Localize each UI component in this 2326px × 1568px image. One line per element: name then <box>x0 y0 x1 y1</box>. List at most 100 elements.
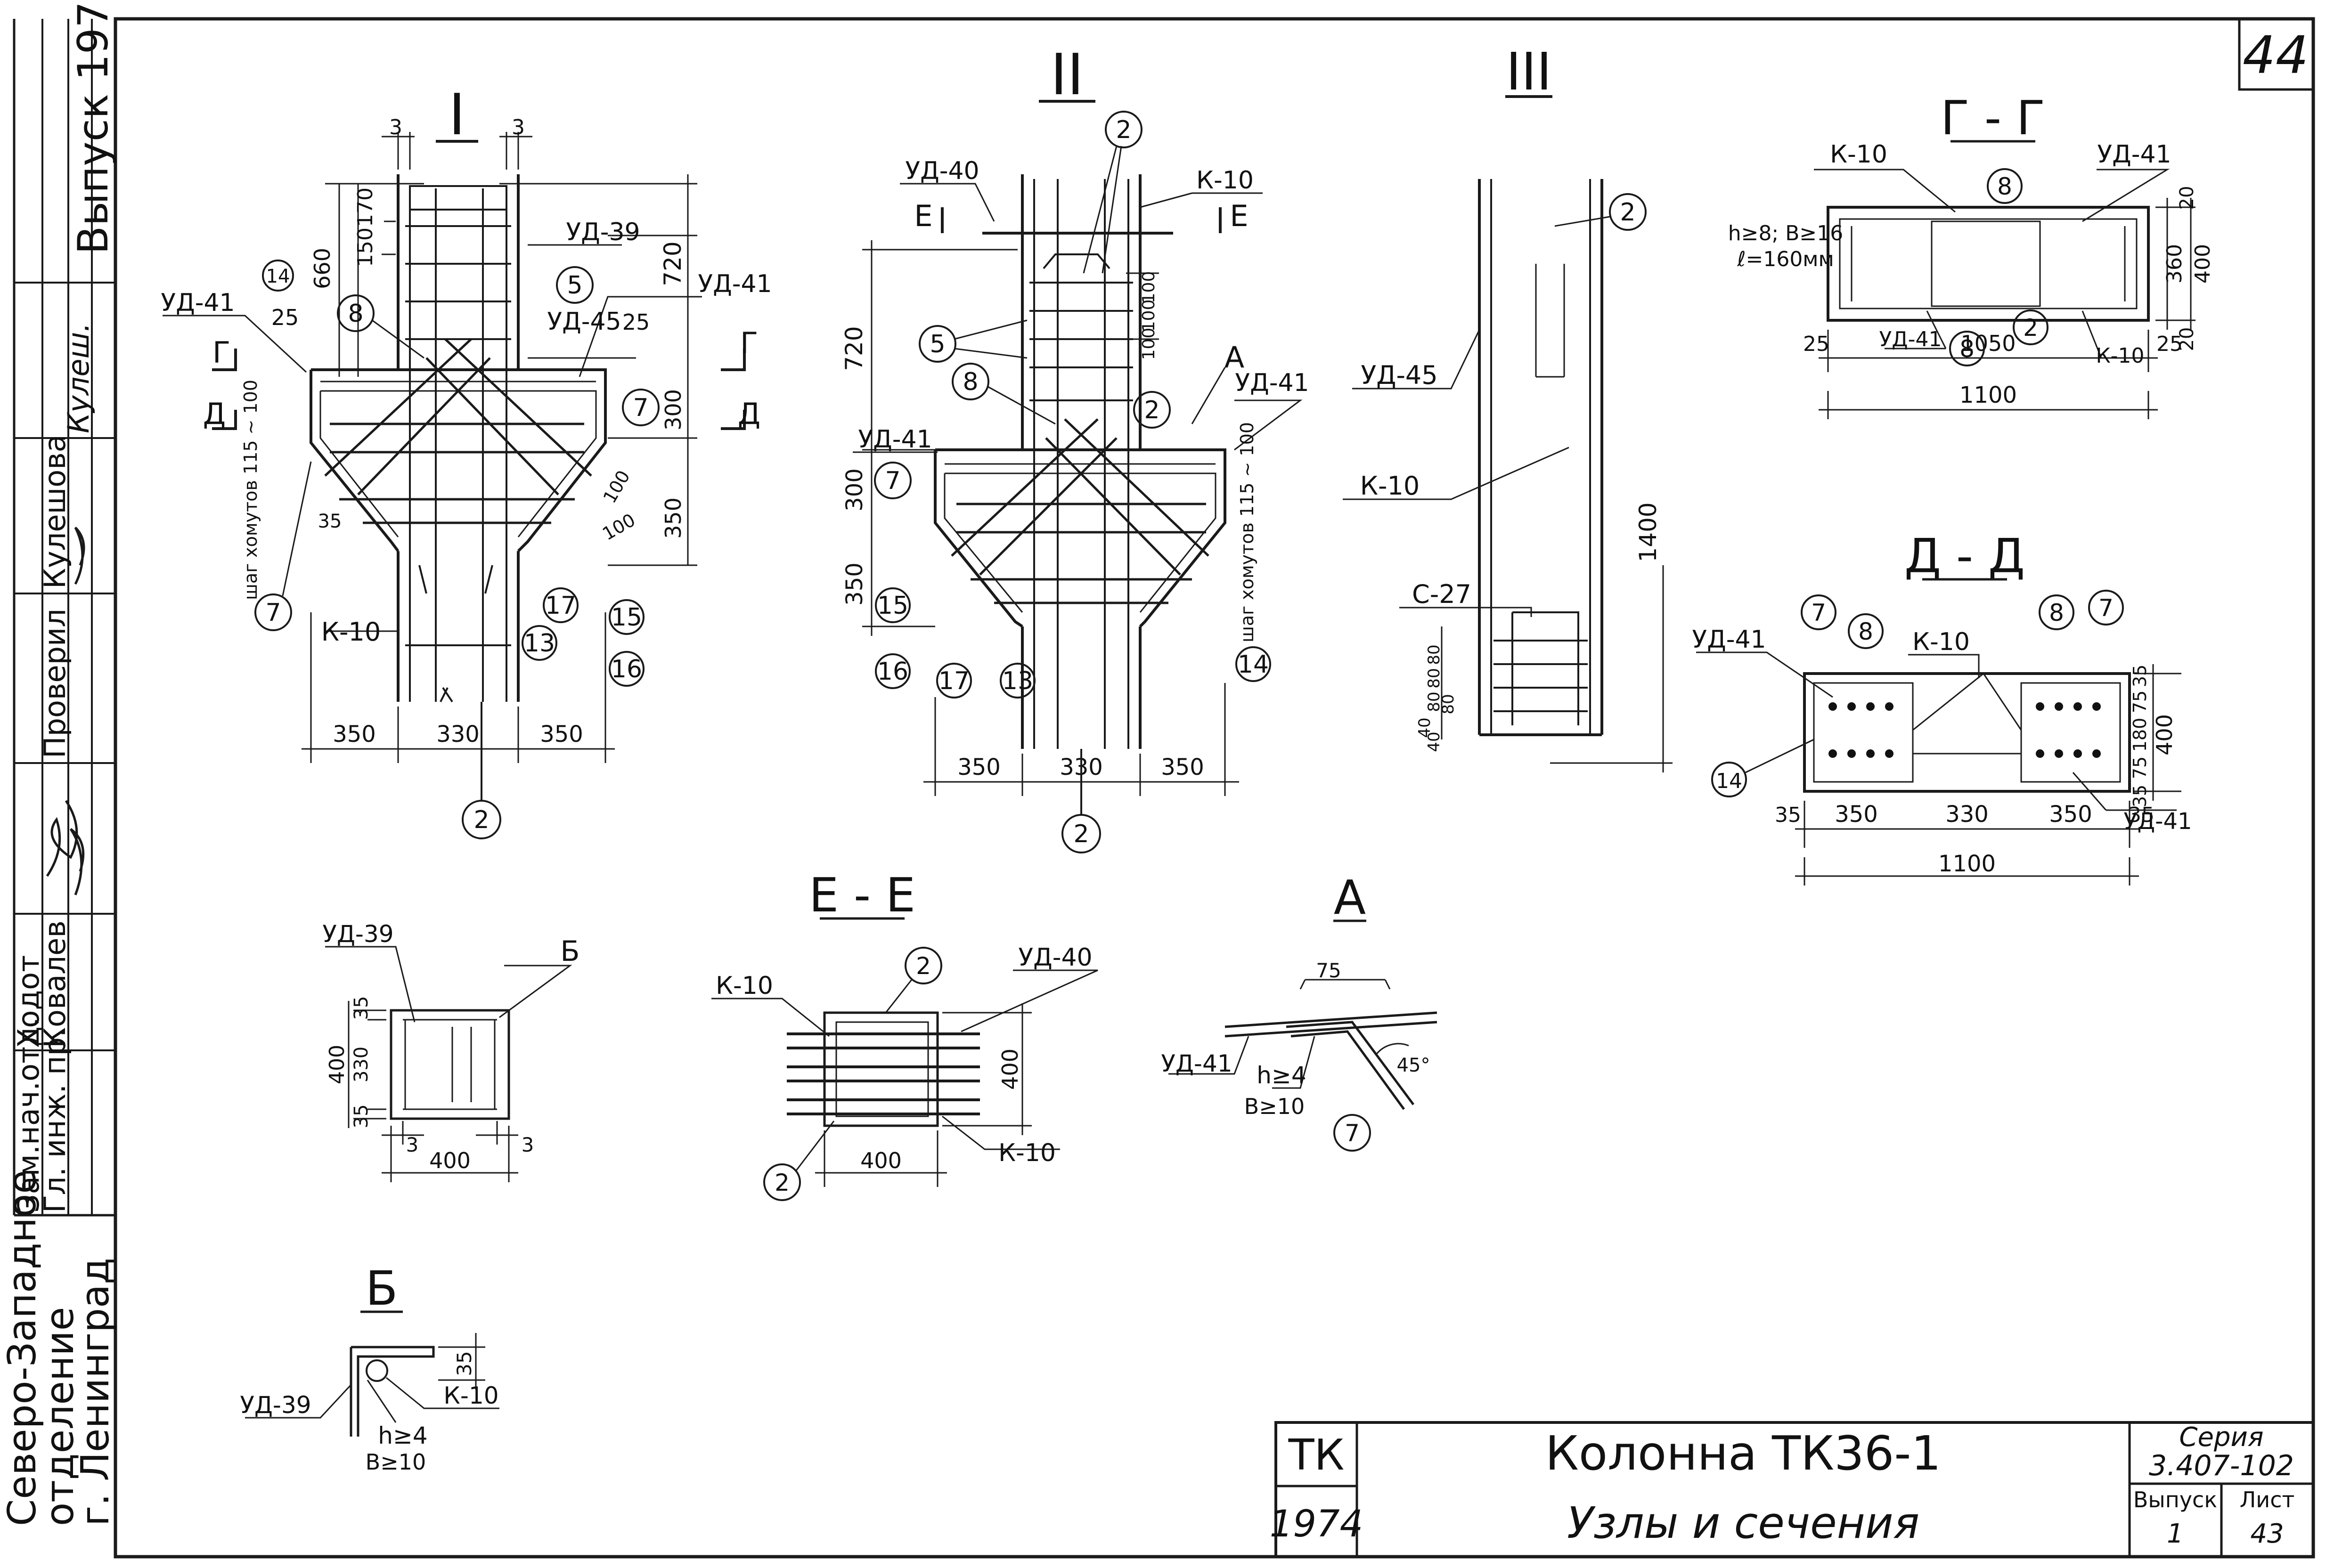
section-DD-title: Д - Д <box>1904 528 2025 584</box>
dim-II-350-v: 350 <box>841 562 868 606</box>
dim-EE-400-v: 400 <box>997 1048 1023 1090</box>
dim-DD-330: 330 <box>1945 801 1989 828</box>
node-plan-label-B: Б <box>560 935 579 968</box>
dim-II-100b: 100 <box>1139 300 1159 332</box>
section-EE-label-ud40: УД-40 <box>1018 943 1092 972</box>
dim-II-100c: 100 <box>1139 328 1159 360</box>
section-GG-label-k10-bottom: К-10 <box>2096 344 2144 368</box>
dim-GG-25-left: 25 <box>1803 332 1829 356</box>
dim-I-3-right: 3 <box>512 115 525 139</box>
callout-II-5: 5 <box>930 330 945 358</box>
view-III-label-k10: К-10 <box>1360 471 1420 501</box>
callout-I-7-left: 7 <box>265 599 281 627</box>
stamp-row3-name: Кулешова <box>38 434 72 589</box>
title-block: ТК 1974 Колонна ТК36-1 Узлы и сечения Се… <box>1270 1421 2315 1558</box>
callout-GG-2: 2 <box>2023 314 2038 341</box>
view-II: II Е Е УД-40 К-10 УД-41 УД-41 А 720 100 … <box>841 42 1309 853</box>
callout-DD-7-left: 7 <box>1811 599 1826 626</box>
callout-I-16: 16 <box>611 655 642 683</box>
callout-II-17: 17 <box>939 667 970 695</box>
cut-E-left: Е <box>914 199 932 233</box>
dim-B-35: 35 <box>453 1351 476 1376</box>
section-DD-label-k10: К-10 <box>1912 628 1970 656</box>
cut-D-left: Д <box>203 397 226 431</box>
section-GG-label-k10-top: К-10 <box>1830 140 1887 169</box>
dim-I-720: 720 <box>659 241 686 286</box>
dim-I-100a: 100 <box>599 467 634 507</box>
dim-node-3-left: 3 <box>406 1133 419 1156</box>
callout-DD-8-left: 8 <box>1858 618 1873 645</box>
section-EE-label-k10-right: К-10 <box>998 1139 1056 1167</box>
section-DD-label-ud41-right: УД-41 <box>2123 808 2192 835</box>
section-GG-title: Г - Г <box>1941 90 2045 146</box>
view-II-label-ud40: УД-40 <box>905 157 979 185</box>
dim-I-35: 35 <box>318 511 342 532</box>
issue-label: Выпуск <box>2133 1487 2217 1512</box>
detail-B-title: Б <box>366 1261 398 1316</box>
dim-I-350-left: 350 <box>333 721 376 747</box>
dim-III-80a: 80 <box>1425 644 1444 665</box>
dim-II-720: 720 <box>841 326 868 371</box>
dim-EE-400-h: 400 <box>860 1148 902 1173</box>
callout-I-5: 5 <box>567 271 582 300</box>
view-II-callouts: 2 2 2 5 7 8 13 14 15 16 17 <box>874 111 1271 853</box>
callout-EE-2-bottom: 2 <box>775 1169 790 1196</box>
stamp-row3-role: Проверил <box>38 609 72 758</box>
issue-value: 1 <box>2167 1519 2184 1549</box>
dim-DD-35-bottom: 35 <box>2130 785 2150 807</box>
callout-I-2: 2 <box>473 806 489 834</box>
callout-I-14: 14 <box>266 266 290 287</box>
sheet-number-value: 43 <box>2250 1519 2284 1549</box>
dim-I-350-right: 350 <box>540 721 583 747</box>
dim-DD-35-right: 35 <box>2128 803 2155 827</box>
dim-I-300: 300 <box>661 389 686 431</box>
view-II-label-ud41-left: УД-41 <box>858 425 932 454</box>
sheet-number-label: Лист <box>2240 1487 2295 1512</box>
dim-II-300: 300 <box>841 468 868 512</box>
view-I: I 3 3 170 150 660 720 25 25 300 350 350 … <box>161 82 772 839</box>
detail-B-label-ud39: УД-39 <box>240 1391 311 1419</box>
signature-mark <box>46 800 85 895</box>
dim-GG-400: 400 <box>2191 244 2215 284</box>
dim-III-1400: 1400 <box>1634 502 1662 562</box>
view-I-title: I <box>449 82 465 148</box>
callout-II-2-mid: 2 <box>1144 396 1159 424</box>
view-II-title: II <box>1051 42 1084 108</box>
section-GG-note1: h≥8; B≥16 <box>1728 221 1844 245</box>
detail-A-title: А <box>1334 870 1366 925</box>
section-EE-title: Е - Е <box>809 868 915 923</box>
callout-DD-14: 14 <box>1716 769 1742 793</box>
dim-I-660: 660 <box>310 248 335 289</box>
section-EE: Е - Е 400 400 К-10 УД-40 К-10 2 2 <box>711 868 1098 1201</box>
stamp-row2-role: Гл. инж. пр. <box>38 1028 72 1213</box>
callout-A-7: 7 <box>1345 1120 1360 1147</box>
dim-III-80c: 80 <box>1425 691 1444 712</box>
dim-DD-35-top: 35 <box>2130 665 2150 687</box>
view-II-label-ud41-right: УД-41 <box>1235 369 1309 397</box>
stamp-org-line1: Северо-Западное <box>0 1170 45 1526</box>
dim-I-25-right: 25 <box>622 309 650 335</box>
callout-DD-8-right: 8 <box>2049 599 2064 626</box>
dim-II-350-left: 350 <box>957 754 1001 780</box>
dim-GG-360: 360 <box>2163 244 2187 284</box>
dim-I-25-left: 25 <box>271 305 299 330</box>
view-II-label-A: А <box>1224 340 1244 374</box>
cut-G-right: Г <box>740 326 758 360</box>
title-year: 1974 <box>1270 1503 1363 1545</box>
section-DD-label-ud41-left: УД-41 <box>1692 626 1766 654</box>
dim-node-400-h: 400 <box>429 1148 471 1173</box>
detail-A-note2: B≥10 <box>1244 1094 1305 1119</box>
section-GG-note2: ℓ=160мм <box>1737 247 1834 271</box>
view-III: III 1400 80 80 80 80 40 40 УД-45 К-10 С-… <box>1343 41 1673 772</box>
view-I-callouts: 2 5 7 7 8 13 14 15 16 17 <box>254 260 660 839</box>
view-I-label-k10: К-10 <box>321 617 381 647</box>
view-I-label-ud45: УД-45 <box>547 308 621 336</box>
cut-D-right: Д <box>738 397 760 431</box>
view-I-label-ud39: УД-39 <box>566 218 640 246</box>
callout-DD-7-right: 7 <box>2098 594 2114 622</box>
dim-GG-25-right: 25 <box>2156 332 2183 356</box>
dim-GG-1100: 1100 <box>1959 382 2017 408</box>
callout-II-13: 13 <box>1002 667 1033 695</box>
dim-node-35-bottom: 35 <box>351 1105 372 1129</box>
section-GG-label-ud41-top: УД-41 <box>2097 140 2171 169</box>
